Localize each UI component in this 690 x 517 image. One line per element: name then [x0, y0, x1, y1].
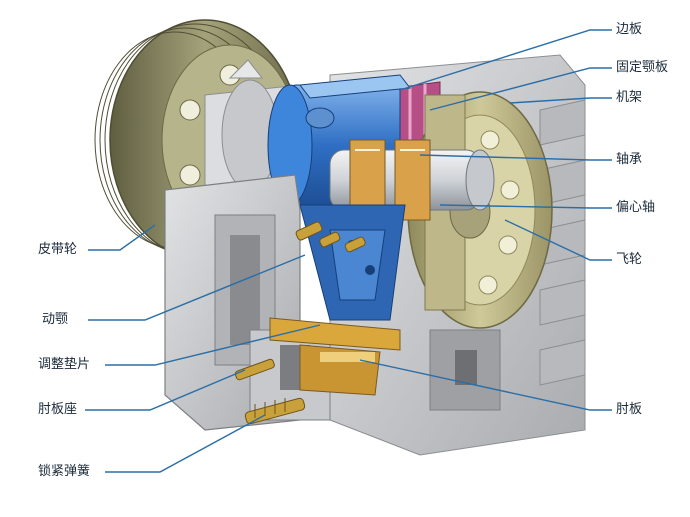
leader-belt-pulley — [88, 224, 156, 251]
label-toggle-seat: 肘板座 — [38, 402, 78, 417]
label-moving-jaw: 动颚 — [42, 312, 69, 327]
eccentric-shaft — [329, 139, 495, 221]
leader-bearing — [419, 154, 612, 161]
leader-lines — [85, 29, 612, 473]
leader-toggle-seat — [85, 369, 246, 411]
leader-fixed-jaw-plate — [429, 67, 612, 111]
leader-moving-jaw — [88, 254, 306, 321]
label-toggle-plate: 肘板 — [616, 402, 643, 417]
label-belt-pulley: 皮带轮 — [38, 242, 78, 257]
leader-toggle-plate — [359, 359, 612, 411]
toggle-plate — [269, 317, 401, 396]
label-frame: 机架 — [616, 90, 643, 105]
leader-frame — [509, 97, 612, 104]
label-side-plate: 边板 — [616, 22, 643, 37]
label-flywheel: 飞轮 — [616, 252, 643, 267]
label-fixed-jaw-plate: 固定颚板 — [616, 60, 669, 75]
label-bearing: 轴承 — [616, 152, 643, 167]
label-eccentric-shaft: 偏心轴 — [616, 200, 656, 215]
moving-jaw — [299, 204, 406, 321]
leader-flywheel — [504, 219, 612, 261]
leader-tension-spring — [105, 414, 266, 473]
leader-eccentric-shaft — [439, 204, 612, 209]
leader-side-plate — [399, 29, 612, 91]
label-tension-spring: 锁紧弹簧 — [38, 464, 91, 479]
leader-adjusting-shim — [105, 324, 321, 366]
label-adjusting-shim: 调整垫片 — [38, 357, 91, 372]
